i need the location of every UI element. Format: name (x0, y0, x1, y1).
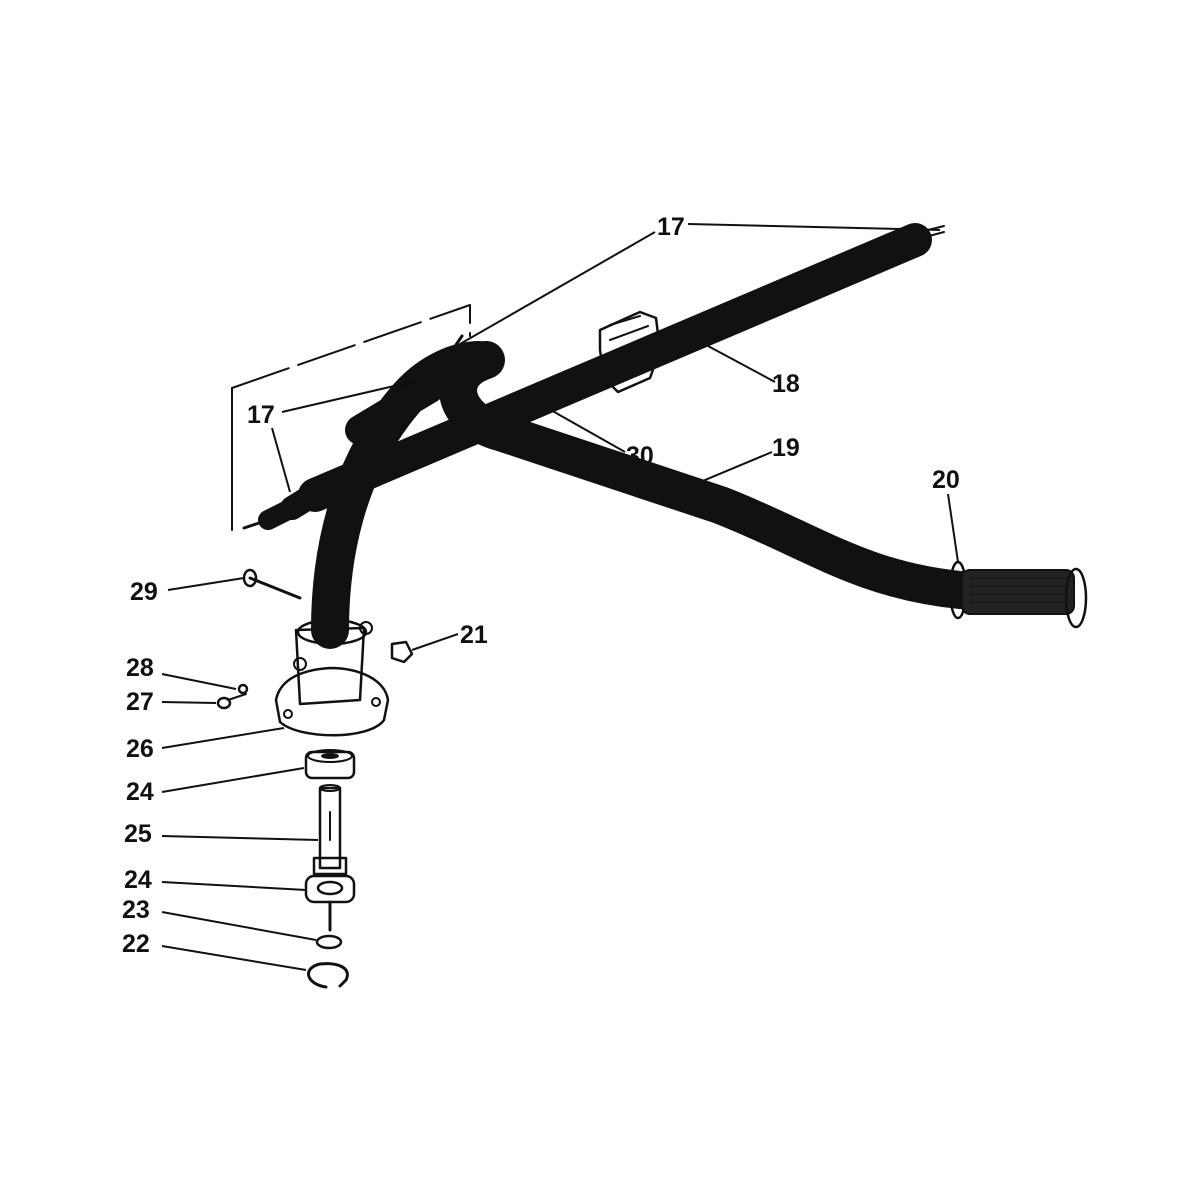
callout-24-upper: 24 (126, 778, 154, 806)
callout-18: 18 (772, 370, 800, 398)
clamp-nut (390, 640, 414, 664)
handle-grip (948, 560, 1088, 629)
callout-21: 21 (460, 621, 488, 649)
callout-22: 22 (122, 930, 150, 958)
inset-dashed-frame (231, 304, 471, 531)
pivot-shaft (312, 784, 348, 876)
callout-30: 30 (626, 442, 654, 470)
clamp-bolt (242, 568, 302, 600)
bearing-upper (304, 749, 356, 780)
callout-27: 27 (126, 688, 154, 716)
leader-lines (161, 223, 959, 971)
callout-20: 20 (932, 466, 960, 494)
callout-24-lower: 24 (124, 866, 152, 894)
screw-and-washer (216, 683, 249, 710)
callout-17-left: 17 (247, 401, 275, 429)
callout-23: 23 (122, 896, 150, 924)
cable-sheath (298, 223, 945, 512)
bearing-lower (304, 874, 356, 932)
callout-19: 19 (772, 434, 800, 462)
washer-and-circlip (307, 934, 349, 989)
callout-17-top: 17 (657, 213, 685, 241)
callout-25: 25 (124, 820, 152, 848)
callout-28: 28 (126, 654, 154, 682)
callout-29: 29 (130, 578, 158, 606)
callout-labels: 17 17 18 19 20 21 22 23 24 24 25 26 27 2… (122, 213, 960, 958)
cable-clamp (598, 310, 662, 394)
pivot-housing (274, 618, 390, 737)
callout-26: 26 (126, 735, 154, 763)
cable-end-left (242, 334, 464, 530)
